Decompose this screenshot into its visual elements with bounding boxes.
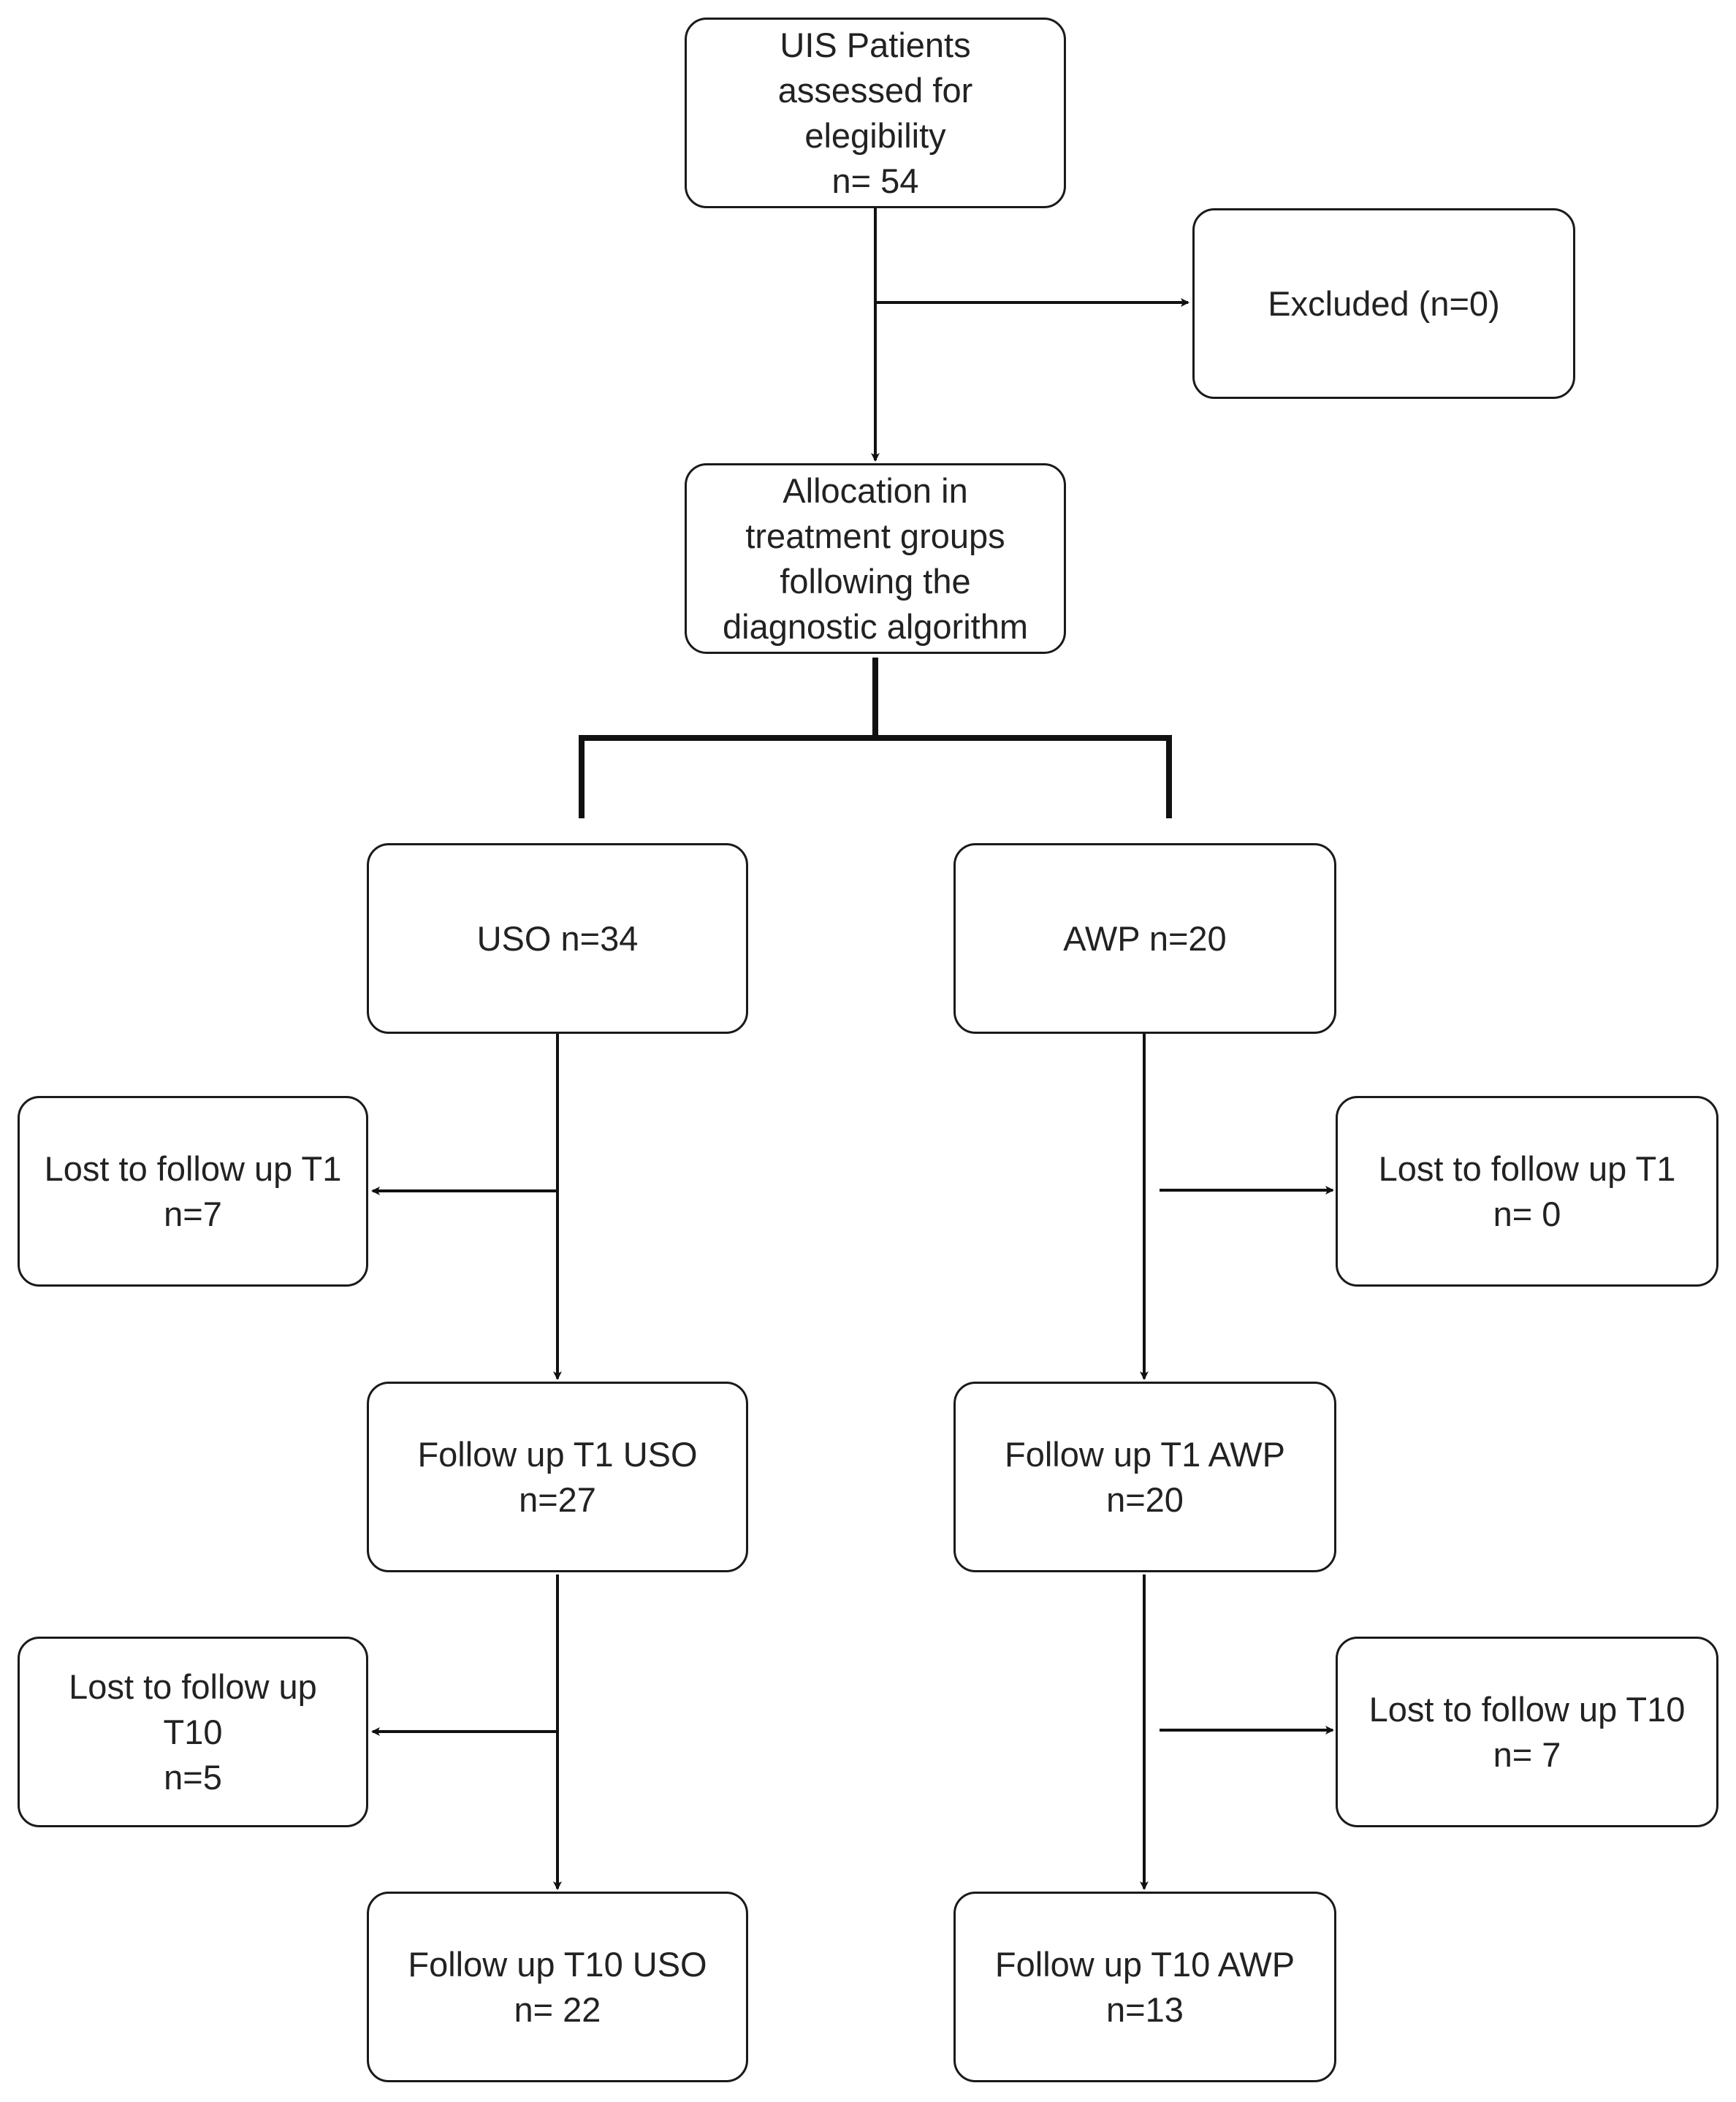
node-excluded: Excluded (n=0) xyxy=(1192,208,1575,399)
node-lost-t10-uso: Lost to follow up T10 n=5 xyxy=(18,1637,368,1827)
edge-allocation-split-right xyxy=(875,735,1172,818)
edge-allocation-split xyxy=(579,658,878,818)
node-assessed-label: UIS Patients assessed for elegibility n=… xyxy=(777,25,973,200)
node-fu-t1-uso-label: Follow up T1 USO n=27 xyxy=(417,1434,698,1519)
node-uso-label: USO n=34 xyxy=(476,918,639,958)
node-fu-t10-uso: Follow up T10 USO n= 22 xyxy=(367,1892,748,2082)
node-lost-t1-awp-label: Lost to follow up T1 n= 0 xyxy=(1378,1149,1676,1233)
node-fu-t10-awp: Follow up T10 AWP n=13 xyxy=(953,1892,1336,2082)
node-awp-label: AWP n=20 xyxy=(1063,918,1227,958)
node-fu-t10-awp-label: Follow up T10 AWP n=13 xyxy=(994,1944,1295,2029)
node-allocation-label: Allocation in treatment groups following… xyxy=(723,471,1028,646)
node-fu-t1-awp-label: Follow up T1 AWP n=20 xyxy=(1005,1434,1285,1519)
node-fu-t1-uso: Follow up T1 USO n=27 xyxy=(367,1382,748,1572)
node-lost-t1-uso: Lost to follow up T1 n=7 xyxy=(18,1096,368,1287)
node-lost-t10-uso-label: Lost to follow up T10 n=5 xyxy=(69,1667,317,1797)
node-lost-t10-awp-label: Lost to follow up T10 n= 7 xyxy=(1368,1689,1686,1774)
node-fu-t1-awp: Follow up T1 AWP n=20 xyxy=(953,1382,1336,1572)
node-excluded-label: Excluded (n=0) xyxy=(1268,283,1500,323)
node-lost-t1-awp: Lost to follow up T1 n= 0 xyxy=(1336,1096,1718,1287)
node-fu-t10-uso-label: Follow up T10 USO n= 22 xyxy=(408,1944,707,2029)
node-lost-t1-uso-label: Lost to follow up T1 n=7 xyxy=(44,1149,342,1233)
node-assessed: UIS Patients assessed for elegibility n=… xyxy=(685,18,1066,208)
node-awp: AWP n=20 xyxy=(953,843,1336,1034)
node-allocation: Allocation in treatment groups following… xyxy=(685,463,1066,654)
node-lost-t10-awp: Lost to follow up T10 n= 7 xyxy=(1336,1637,1718,1827)
node-uso: USO n=34 xyxy=(367,843,748,1034)
